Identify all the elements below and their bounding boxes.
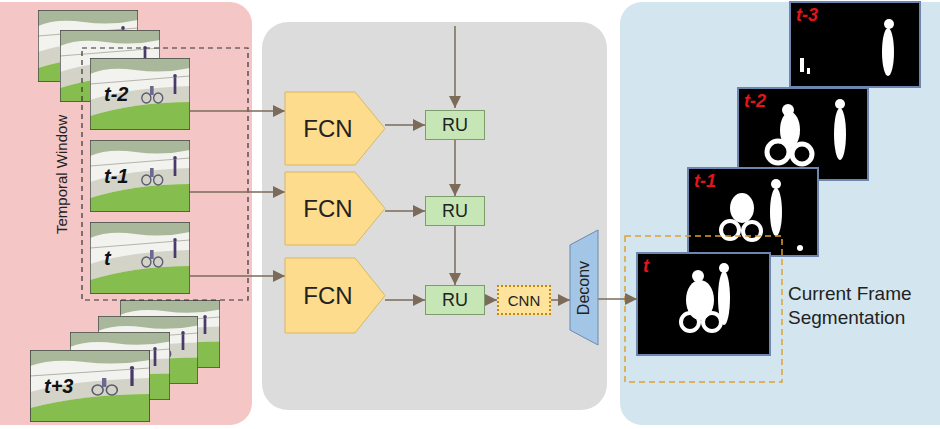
node-label: t-2 (744, 91, 766, 112)
node-label: t-3 (796, 5, 818, 26)
fcn-outline (285, 258, 385, 333)
node-label: FCN (303, 115, 352, 143)
output-panel (620, 2, 940, 425)
caption-label: Current Frame Segmentation (788, 282, 933, 330)
node-label: CNN (508, 292, 541, 309)
fcn-block: FCN (285, 172, 385, 245)
node-label: t+3 (44, 375, 73, 398)
flow-arrow (598, 298, 637, 300)
temporal-window-box (82, 48, 248, 300)
flow-arrow (485, 299, 497, 301)
flow-arrow (385, 124, 425, 126)
fcn-block: FCN (285, 92, 385, 165)
network-panel (262, 22, 607, 410)
video-frame (90, 58, 190, 130)
video-frame (30, 350, 150, 422)
flow-arrow (385, 299, 425, 301)
deconv-outline (570, 230, 598, 345)
flow-arrow (190, 110, 285, 112)
recurrent-unit: RU (425, 196, 485, 226)
flow-arrow (551, 299, 570, 301)
recurrent-input-arrow (454, 26, 456, 108)
deconv-block: Deconv (570, 230, 598, 345)
current-frame-box (625, 236, 782, 382)
fcn-outline (285, 172, 385, 245)
video-frame: t-1 (90, 140, 190, 212)
cnn-block: CNN (497, 285, 551, 315)
recurrent-unit: RU (425, 110, 485, 140)
flow-arrow (190, 191, 285, 193)
flow-arrow (190, 275, 285, 277)
flow-arrow (385, 210, 425, 212)
flow-arrow (454, 140, 456, 196)
segmentation-mask: t (637, 253, 770, 355)
video-frame: t+3 (30, 350, 150, 422)
video-frame: t (90, 222, 190, 294)
video-frame: t-2 (90, 58, 190, 130)
node-label: t-2 (104, 83, 128, 106)
segmentation-mask: t-1 (688, 168, 818, 256)
node-label: RU (442, 115, 468, 136)
flow-arrow (454, 226, 456, 285)
input-panel (0, 2, 252, 425)
recurrent-unit: RU (425, 285, 485, 315)
node-label: RU (442, 290, 468, 311)
window-label: Temporal Window (53, 99, 72, 249)
node-label: Deconv (575, 260, 593, 314)
node-label: t (104, 247, 111, 270)
node-label: FCN (303, 282, 352, 310)
fcn-outline (285, 92, 385, 165)
video-frame (90, 140, 190, 212)
node-label: FCN (303, 195, 352, 223)
node-label: RU (442, 201, 468, 222)
fcn-block: FCN (285, 258, 385, 333)
node-label: t-1 (104, 165, 128, 188)
segmentation-mask: t-2 (738, 88, 868, 180)
node-label: t-1 (694, 171, 716, 192)
video-frame (90, 222, 190, 294)
segmentation-mask: t-3 (790, 2, 920, 87)
node-label: t (643, 256, 649, 277)
